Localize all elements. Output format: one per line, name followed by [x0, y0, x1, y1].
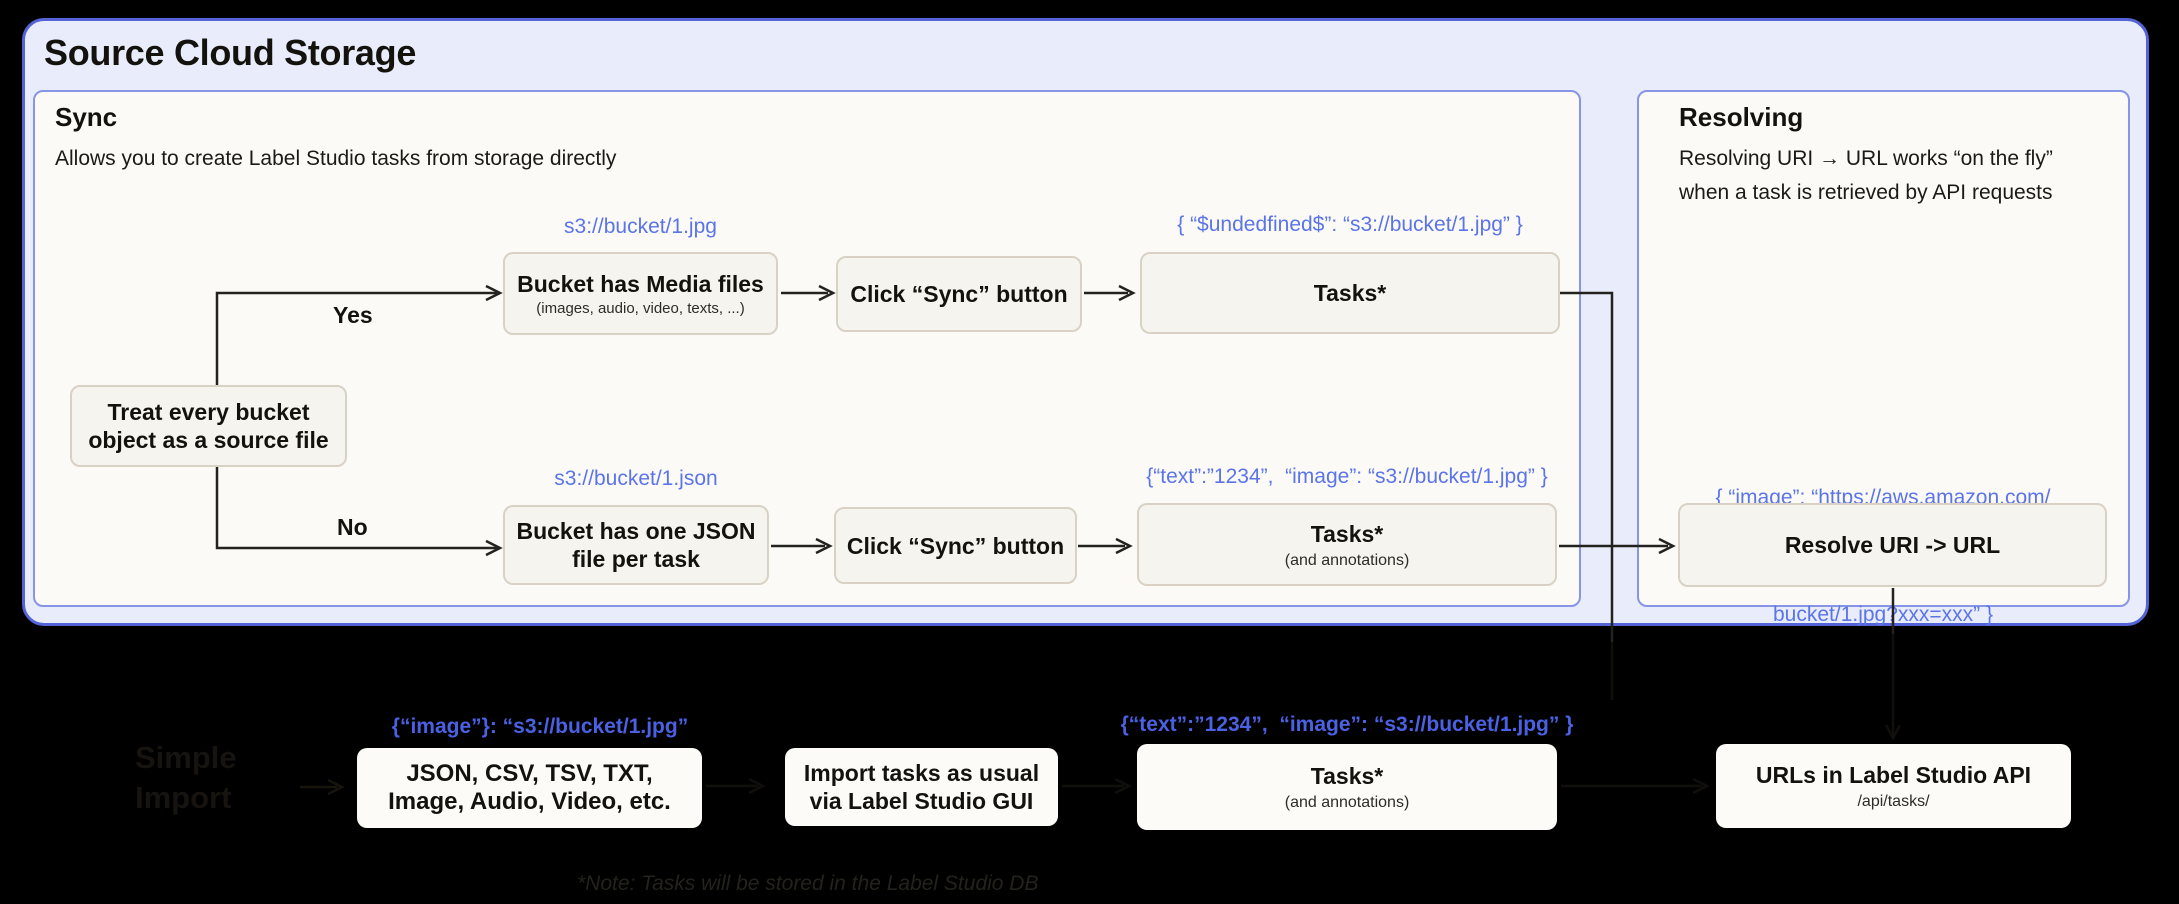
tasks-top-title: Tasks* — [1313, 280, 1387, 306]
api-urls-title: URLs in Label Studio API — [1755, 762, 2032, 788]
formats-box-title: JSON, CSV, TSV, TXT, Image, Audio, Video… — [388, 760, 671, 815]
bucket-media-box: Bucket has Media files (images, audio, v… — [503, 252, 778, 335]
simple-import-line2: Import — [135, 780, 232, 815]
simple-import-line1: Simple — [135, 740, 237, 775]
resolving-subtitle-line2: when a task is retrieved by API requests — [1679, 181, 2053, 204]
sync-panel-subtitle: Allows you to create Label Studio tasks … — [55, 147, 617, 170]
bucket-media-subtitle: (images, audio, video, texts, ...) — [536, 300, 745, 317]
click-sync-bottom-title: Click “Sync” button — [846, 532, 1065, 559]
arrow-json-to-sync-head-icon — [815, 537, 833, 555]
no-arrowhead-icon — [485, 539, 503, 557]
tasks-annotations-subtitle: (and annotations) — [1284, 551, 1410, 569]
yes-arrowhead-icon — [485, 284, 503, 302]
arrow-tasks-to-api-head-icon — [1692, 777, 1710, 795]
no-branch-label: No — [337, 514, 368, 540]
footnote: *Note: Tasks will be stored in the Label… — [577, 872, 1039, 895]
resolving-subtitle-line1: Resolving URI → URL works “on the fly” — [1679, 147, 2053, 170]
resolving-json-line2: bucket/1.jpg?xxx=xxx” } — [1772, 603, 1994, 626]
arrow-media-to-sync-head-icon — [818, 284, 836, 302]
api-urls-box: URLs in Label Studio API /api/tasks/ — [1716, 744, 2071, 828]
tasks-box-bottom: Tasks* (and annotations) — [1137, 744, 1557, 830]
arrow-sync-to-tasks-bottom-head-icon — [1115, 537, 1133, 555]
formats-json-label: {“image”}: “s3://bucket/1.jpg” — [391, 715, 689, 738]
uri-label-json: s3://bucket/1.json — [554, 467, 718, 490]
yes-branch-line — [215, 291, 497, 385]
arrow-sync-to-tasks-top-head-icon — [1118, 284, 1136, 302]
arrow-simple-to-formats-head-icon — [327, 778, 345, 796]
json-label-text-image-top: {“text”:”1234”, “image”: “s3://bucket/1.… — [1146, 465, 1548, 488]
json-label-undefined: { “$undedfined$”: “s3://bucket/1.jpg” } — [1177, 213, 1523, 236]
yes-branch-label: Yes — [333, 302, 373, 328]
click-sync-box-top: Click “Sync” button — [836, 256, 1082, 332]
uri-label-jpg: s3://bucket/1.jpg — [564, 215, 717, 238]
arrow-gui-to-tasks-head-icon — [1114, 777, 1132, 795]
formats-box: JSON, CSV, TSV, TXT, Image, Audio, Video… — [357, 748, 702, 828]
resolve-uri-box: Resolve URI -> URL — [1678, 503, 2107, 587]
decision-box: Treat every bucket object as a source fi… — [70, 385, 347, 467]
no-branch-line — [215, 467, 497, 550]
gui-import-title: Import tasks as usual via Label Studio G… — [803, 760, 1040, 814]
sync-panel-title: Sync — [55, 102, 118, 132]
resolve-down-arrowhead-icon — [1884, 724, 1902, 741]
simple-import-label: Simple Import — [135, 738, 237, 818]
resolve-uri-title: Resolve URI -> URL — [1784, 532, 2001, 558]
tasks-box-top: Tasks* — [1140, 252, 1560, 334]
gui-import-box: Import tasks as usual via Label Studio G… — [785, 748, 1058, 826]
resolving-panel-subtitle: Resolving URI → URL works “on the fly” w… — [1679, 142, 2109, 210]
tasks-json-label-bottom: {“text”:”1234”, “image”: “s3://bucket/1.… — [1120, 713, 1574, 736]
arrow-formats-to-gui-head-icon — [748, 777, 766, 795]
tasks-bottom-title: Tasks* — [1310, 763, 1384, 789]
decision-box-label: Treat every bucket object as a source fi… — [88, 399, 329, 453]
tasks-bottom-subtitle: (and annotations) — [1284, 794, 1410, 811]
click-sync-top-title: Click “Sync” button — [850, 281, 1068, 307]
tasks-top-down-line — [1560, 291, 1614, 642]
page-title: Source Cloud Storage — [44, 32, 417, 73]
resolving-panel-title: Resolving — [1679, 102, 1804, 132]
click-sync-box-bottom: Click “Sync” button — [834, 507, 1077, 584]
tasks-annotations-box: Tasks* (and annotations) — [1137, 503, 1557, 586]
api-urls-subtitle: /api/tasks/ — [1857, 793, 1930, 810]
tasks-annotations-title: Tasks* — [1310, 520, 1384, 547]
bucket-json-box: Bucket has one JSON file per task — [503, 505, 769, 585]
bucket-media-title: Bucket has Media files — [517, 271, 764, 297]
arrow-tasks-to-resolve-head-icon — [1658, 537, 1676, 555]
bucket-json-title: Bucket has one JSON file per task — [516, 518, 756, 572]
